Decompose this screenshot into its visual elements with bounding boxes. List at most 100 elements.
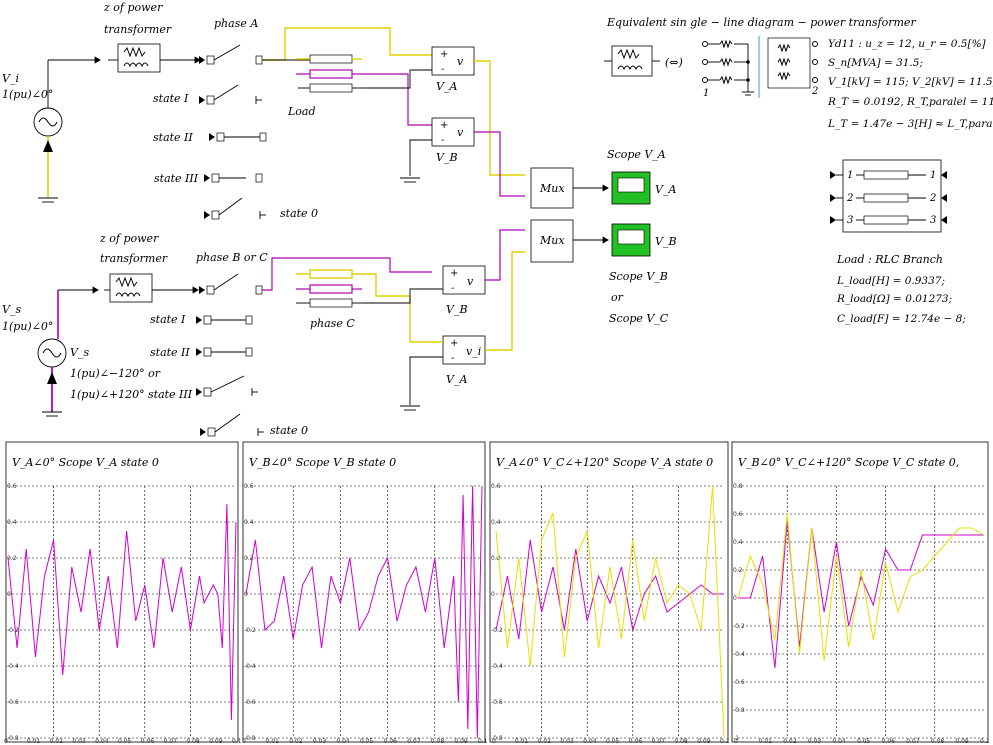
bottom-source-v: V_s — [70, 346, 89, 359]
x-tick-label: 0.02 — [289, 738, 303, 745]
y-tick-label: -0.2 — [733, 623, 745, 630]
top-transformer-impedance — [108, 43, 201, 73]
x-tick-label: 0.04 — [95, 738, 109, 745]
top-z-title: z of power — [103, 1, 163, 14]
bottom-state-1: state I — [150, 313, 186, 326]
top-state-0: state 0 — [280, 207, 318, 220]
top-voltmeter-a[interactable] — [431, 46, 475, 76]
top-vm-a-label: V_A — [436, 80, 457, 93]
load-block-title: Load : RLC Branch — [836, 253, 943, 266]
y-tick-label: 0.6 — [491, 483, 501, 490]
mux-and-scopes: Mux Mux Scope V_A V_A V_B Scope V_B or S… — [530, 148, 677, 325]
y-tick-label: -0.8 — [244, 735, 256, 742]
scope-a-screen-icon — [617, 177, 645, 193]
x-tick-label: 0.04 — [336, 738, 350, 745]
top-phase-label: phase A — [214, 17, 258, 30]
top-state-3: state III — [154, 172, 199, 185]
y-tick-label: -0.6 — [491, 699, 503, 706]
equivalent-title: Equivalent sin gle − line diagram − powe… — [606, 16, 916, 29]
load-param-2: C_load[F] = 12.74e − 8; — [837, 313, 966, 325]
top-source-value: 1(pu)∠0° — [2, 88, 53, 101]
x-tick-label: 0.08 — [431, 738, 445, 745]
chart-title: V_A∠0° V_C∠+120° Scope V_A state 0 — [496, 456, 713, 469]
bottom-voltmeter-b[interactable] — [442, 265, 486, 295]
x-tick-label: 0.08 — [674, 738, 688, 745]
x-tick-label: 0.07 — [164, 738, 178, 745]
load-resistor-icons — [856, 170, 926, 225]
load-param-1: R_load[Ω] = 0.01273; — [836, 293, 952, 305]
scope-b-caption-1: Scope V_B — [609, 270, 668, 283]
top-vm-b-label: V_B — [436, 151, 458, 164]
y-tick-label: 0.8 — [733, 483, 743, 490]
bottom-alt-angle-1: 1(pu)∠−120° or — [70, 367, 161, 380]
y-tick-label: 0 — [733, 595, 737, 602]
load-port-left-1: 1 — [847, 170, 853, 181]
y-tick-label: 0 — [244, 591, 248, 598]
x-tick-label: 0.09 — [955, 738, 969, 745]
top-state-1: state I — [153, 92, 189, 105]
x-tick-label: 0.1 — [720, 738, 730, 745]
svg-text:-: - — [441, 64, 445, 75]
mux-block-b[interactable] — [530, 219, 574, 263]
svg-text:-: - — [451, 283, 455, 294]
load-param-0: L_load[H] = 0.9337; — [836, 275, 945, 287]
bottom-phase-c-label: phase C — [310, 317, 355, 330]
x-tick-label: 0.06 — [141, 738, 155, 745]
top-switches — [199, 44, 267, 220]
bottom-vm-b-symbol: v — [467, 275, 474, 288]
bottom-state-0: state 0 — [270, 424, 308, 437]
y-tick-label: -0.8 — [491, 735, 503, 742]
x-tick-label: 0.01 — [27, 738, 41, 745]
svg-text:+: + — [450, 338, 458, 349]
y-tick-label: 0.6 — [733, 511, 743, 518]
y-tick-label: -0.6 — [244, 699, 256, 706]
x-tick-label: 0.07 — [407, 738, 421, 745]
top-circuit: V_i 1(pu)∠0° z of power transformer phas… — [2, 1, 525, 220]
bottom-state-2: state II — [150, 346, 190, 359]
y-tick-label: -0.2 — [244, 627, 256, 634]
x-tick-label: 0.01 — [266, 738, 280, 745]
x-tick-label: 0.02 — [783, 738, 797, 745]
chart-frame — [489, 441, 729, 743]
scope-b-output: V_B — [655, 235, 677, 248]
x-tick-label: 0.07 — [906, 738, 920, 745]
x-tick-label: 0.05 — [606, 738, 620, 745]
three-phase-transformer-icon — [702, 36, 818, 98]
x-tick-label: 0.1 — [980, 738, 990, 745]
y-tick-label: 0.6 — [244, 483, 254, 490]
bottom-voltmeter-a[interactable] — [442, 335, 486, 365]
mux-a-label: Mux — [539, 182, 565, 195]
equiv-param-2: V_1[kV] = 115; V_2[kV] = 11.5; — [828, 76, 993, 88]
x-tick-label: 0.05 — [857, 738, 871, 745]
equiv-param-1: S_n[MVA] = 31.5; — [828, 57, 923, 69]
y-tick-label: 0.4 — [733, 539, 743, 546]
bottom-vm-a-label: V_A — [446, 373, 467, 386]
y-tick-label: 0.4 — [244, 519, 254, 526]
x-tick-label: 0 — [734, 738, 738, 745]
x-tick-label: 0.01 — [515, 738, 529, 745]
x-tick-label: 0.09 — [454, 738, 468, 745]
bottom-switches — [196, 273, 264, 437]
chart-title: V_B∠0° Scope V_B state 0 — [249, 456, 396, 469]
x-tick-label: 0.02 — [50, 738, 64, 745]
y-tick-label: 0 — [7, 591, 11, 598]
x-tick-label: 0.05 — [360, 738, 374, 745]
load-port-right-1: 1 — [930, 170, 936, 181]
bottom-source-label: V_s — [2, 303, 21, 316]
x-tick-label: 0.06 — [882, 738, 896, 745]
x-tick-label: 0.09 — [697, 738, 711, 745]
top-voltmeter-b[interactable] — [431, 117, 475, 147]
chart-frame — [242, 441, 486, 743]
bottom-vm-b-label: V_B — [446, 303, 468, 316]
load-port-left-2: 2 — [846, 193, 853, 204]
scope-b-screen-icon — [617, 229, 645, 245]
load-rlc-block: 1 2 3 1 2 3 Load : RLC Branch L_load[H] … — [830, 159, 966, 325]
equiv-param-4: L_T = 1.47e − 3[H] ≈ L_T,paralel — [827, 118, 993, 130]
bottom-alt-angle-2: 1(pu)∠+120° — [70, 388, 145, 401]
scope-b-caption-3: Scope V_C — [609, 312, 669, 325]
y-tick-label: -1 — [733, 735, 739, 742]
x-tick-label: 0.03 — [560, 738, 574, 745]
y-tick-label: -0.6 — [733, 679, 745, 686]
